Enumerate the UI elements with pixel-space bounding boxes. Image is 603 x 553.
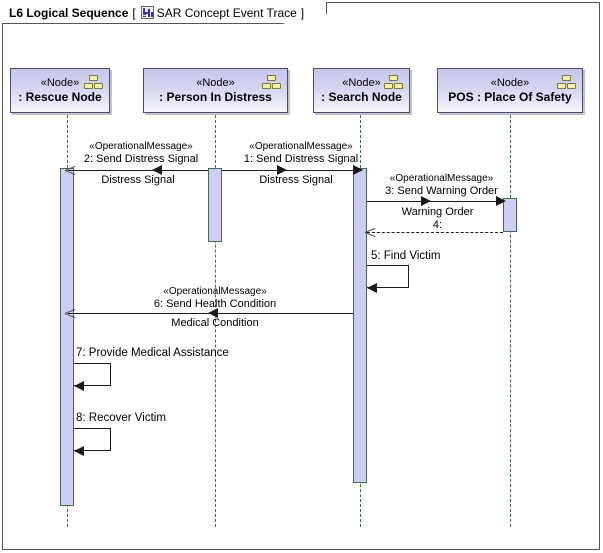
bracket-open: [	[132, 5, 136, 20]
message-1-label: 1: Send Distress Signal	[243, 153, 359, 165]
node-icon	[384, 75, 404, 93]
lifeline-name: : Rescue Node	[18, 89, 102, 104]
lifeline-stereotype: «Node»	[196, 76, 235, 89]
message-3-endpoint-arrow	[496, 196, 506, 206]
message-6-label: 6: Send Health Condition	[153, 298, 277, 310]
lifeline-name: POS : Place Of Safety	[448, 89, 572, 104]
message-5-loop[interactable]	[367, 265, 409, 288]
message-8-loop[interactable]	[74, 428, 111, 451]
message-3-label: 3: Send Warning Order	[385, 185, 498, 197]
lifeline-stereotype: «Node»	[342, 76, 381, 89]
message-6-endpoint-arrow	[64, 308, 76, 319]
frame-title: L6 Logical Sequence	[9, 5, 129, 20]
lifeline-stereotype: «Node»	[40, 76, 80, 89]
activation-bar-rescue-node[interactable]	[60, 168, 74, 506]
frame-header-tab[interactable]: L6 Logical Sequence [ SAR Concept Event …	[2, 2, 328, 24]
activation-bar-place-of-safety[interactable]	[503, 198, 517, 232]
node-icon	[84, 75, 104, 93]
lifeline-stereotype: «Node»	[490, 76, 530, 89]
message-1-stereotype: «OperationalMessage»	[249, 141, 353, 152]
message-6-stereotype: «OperationalMessage»	[163, 286, 267, 297]
message-4-label: 4:	[432, 219, 443, 231]
lifeline-head-search-node[interactable]: «Node» : Search Node	[313, 68, 410, 113]
message-3-arrowhead	[421, 196, 431, 206]
message-6-signal: Medical Condition	[171, 317, 259, 329]
message-2-label: 2: Send Distress Signal	[83, 153, 199, 165]
sequence-diagram-icon	[140, 6, 154, 19]
lifeline-dash-person-in-distress	[215, 115, 216, 527]
message-4-line[interactable]	[367, 232, 503, 233]
message-5-label: 5: Find Victim	[371, 250, 441, 262]
lifeline-name: : Person In Distress	[159, 89, 272, 104]
message-7-arrowhead	[74, 381, 84, 391]
bracket-close: ]	[300, 5, 305, 20]
message-2-arrowhead	[152, 165, 162, 175]
message-3-line[interactable]	[367, 201, 504, 202]
lifeline-dash-place-of-safety	[510, 115, 511, 527]
message-2-signal: Distress Signal	[101, 174, 175, 186]
lifeline-head-place-of-safety[interactable]: «Node» POS : Place Of Safety	[437, 68, 583, 113]
frame-subtitle: SAR Concept Event Trace	[156, 5, 297, 20]
message-3-signal: Warning Order	[401, 206, 474, 218]
message-8-label: 8: Recover Victim	[76, 412, 166, 424]
activation-bar-search-node[interactable]	[353, 168, 367, 483]
message-2-line[interactable]	[68, 170, 208, 171]
message-6-arrowhead	[208, 308, 218, 318]
activation-bar-person-in-distress[interactable]	[208, 168, 222, 242]
node-icon	[557, 75, 577, 93]
lifeline-head-person-in-distress[interactable]: «Node» : Person In Distress	[143, 68, 288, 113]
message-7-label: 7: Provide Medical Assistance	[76, 347, 229, 359]
message-7-loop[interactable]	[74, 363, 111, 386]
message-3-stereotype: «OperationalMessage»	[389, 173, 494, 184]
message-1-signal: Distress Signal	[259, 174, 333, 186]
message-1-endpoint-arrow	[353, 165, 363, 175]
message-4-arrowhead	[364, 227, 376, 238]
node-icon	[262, 75, 282, 93]
lifeline-name: : Search Node	[321, 89, 402, 104]
message-1-arrowhead	[277, 165, 287, 175]
lifeline-head-rescue-node[interactable]: «Node» : Rescue Node	[10, 68, 110, 113]
message-2-stereotype: «OperationalMessage»	[89, 141, 193, 152]
message-5-arrowhead	[367, 283, 377, 293]
message-8-arrowhead	[74, 446, 84, 456]
message-1-line[interactable]	[222, 170, 362, 171]
